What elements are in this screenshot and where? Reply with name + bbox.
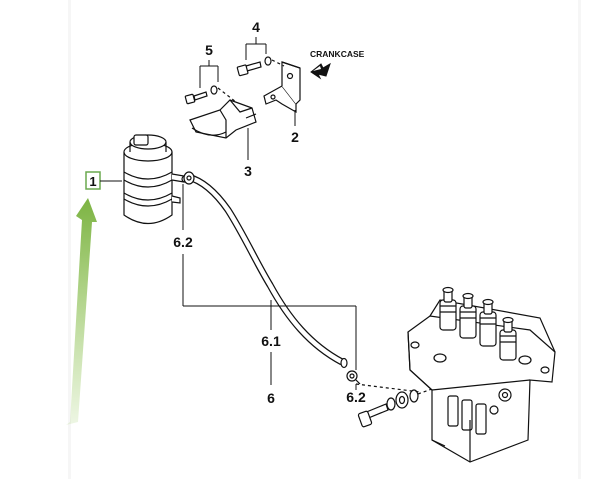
crankcase-arrow-icon: [310, 62, 331, 80]
fuel-hose[interactable]: [186, 173, 348, 369]
label-item-3: 3: [244, 163, 252, 179]
banjo-bolt[interactable]: [183, 306, 441, 428]
label-item-6-2-top: 6.2: [173, 234, 193, 250]
right-border: [578, 0, 581, 479]
hose-clamp-bottom[interactable]: [346, 370, 358, 382]
left-border: [68, 0, 71, 479]
hose-clamp-top[interactable]: [183, 171, 195, 185]
label-item-6-1: 6.1: [261, 333, 281, 349]
bolt-item-5[interactable]: [184, 85, 237, 105]
item-3-callout[interactable]: 3: [244, 128, 252, 179]
item-6-2-top-callout[interactable]: 6.2: [173, 184, 356, 307]
item-6-2-bottom-callout[interactable]: 6.2: [346, 306, 366, 405]
item-6-1-callout[interactable]: 6.1 6: [261, 300, 281, 406]
label-item-2: 2: [291, 129, 299, 145]
pointer-arrow-icon: [66, 198, 97, 425]
label-item-6-2-bottom: 6.2: [346, 389, 366, 405]
crankcase-reference[interactable]: CRANKCASE: [310, 49, 365, 80]
fuel-filter[interactable]: [123, 134, 189, 225]
label-item-1: 1: [89, 174, 96, 189]
item-5-callout[interactable]: 5: [199, 42, 219, 88]
item-1-callout[interactable]: 1: [85, 171, 122, 190]
label-item-5: 5: [205, 42, 213, 58]
label-item-4: 4: [252, 19, 260, 35]
bolt-item-4[interactable]: [236, 56, 285, 77]
mounting-bracket[interactable]: [263, 61, 301, 114]
item-2-callout[interactable]: 2: [291, 110, 299, 145]
label-item-6: 6: [267, 390, 275, 406]
filter-clamp-band[interactable]: [189, 99, 257, 139]
label-crankcase: CRANKCASE: [310, 49, 365, 59]
item-4-callout[interactable]: 4: [245, 19, 267, 60]
injection-pump[interactable]: [407, 286, 556, 463]
